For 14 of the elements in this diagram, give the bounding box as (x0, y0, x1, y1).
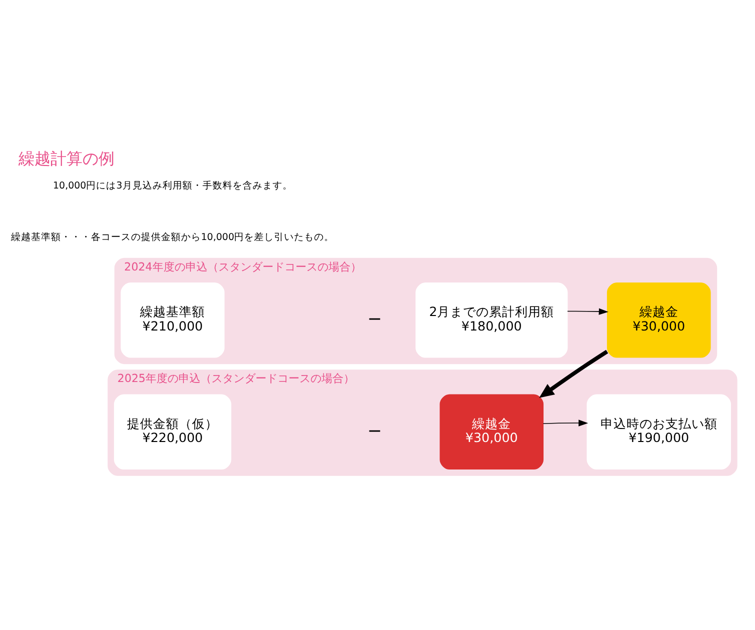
label: 10,000円には3月見込み利用額・手数料を含みます。 (52, 180, 292, 192)
node-box: 申込時のお支払い額 ¥190,000 (586, 394, 731, 470)
node-box: 2月までの累計利用額 ¥180,000 (416, 282, 568, 358)
node-box: 提供金額（仮） ¥220,000 (114, 394, 232, 470)
node-box: 繰越金 ¥30,000 (606, 282, 711, 358)
label: 繰越基準額・・・各コースの提供金額から10,000円を差し引いたもの。 (11, 232, 334, 244)
label: − (367, 310, 382, 330)
arrow (542, 420, 588, 426)
label: − (367, 421, 382, 442)
arrow (567, 308, 608, 315)
node-box: 繰越基準額 ¥210,000 (120, 282, 225, 358)
node-box: 繰越金 ¥30,000 (440, 394, 544, 470)
diagram-title: 繰越計算の例 (18, 149, 114, 168)
arrow (539, 350, 608, 398)
